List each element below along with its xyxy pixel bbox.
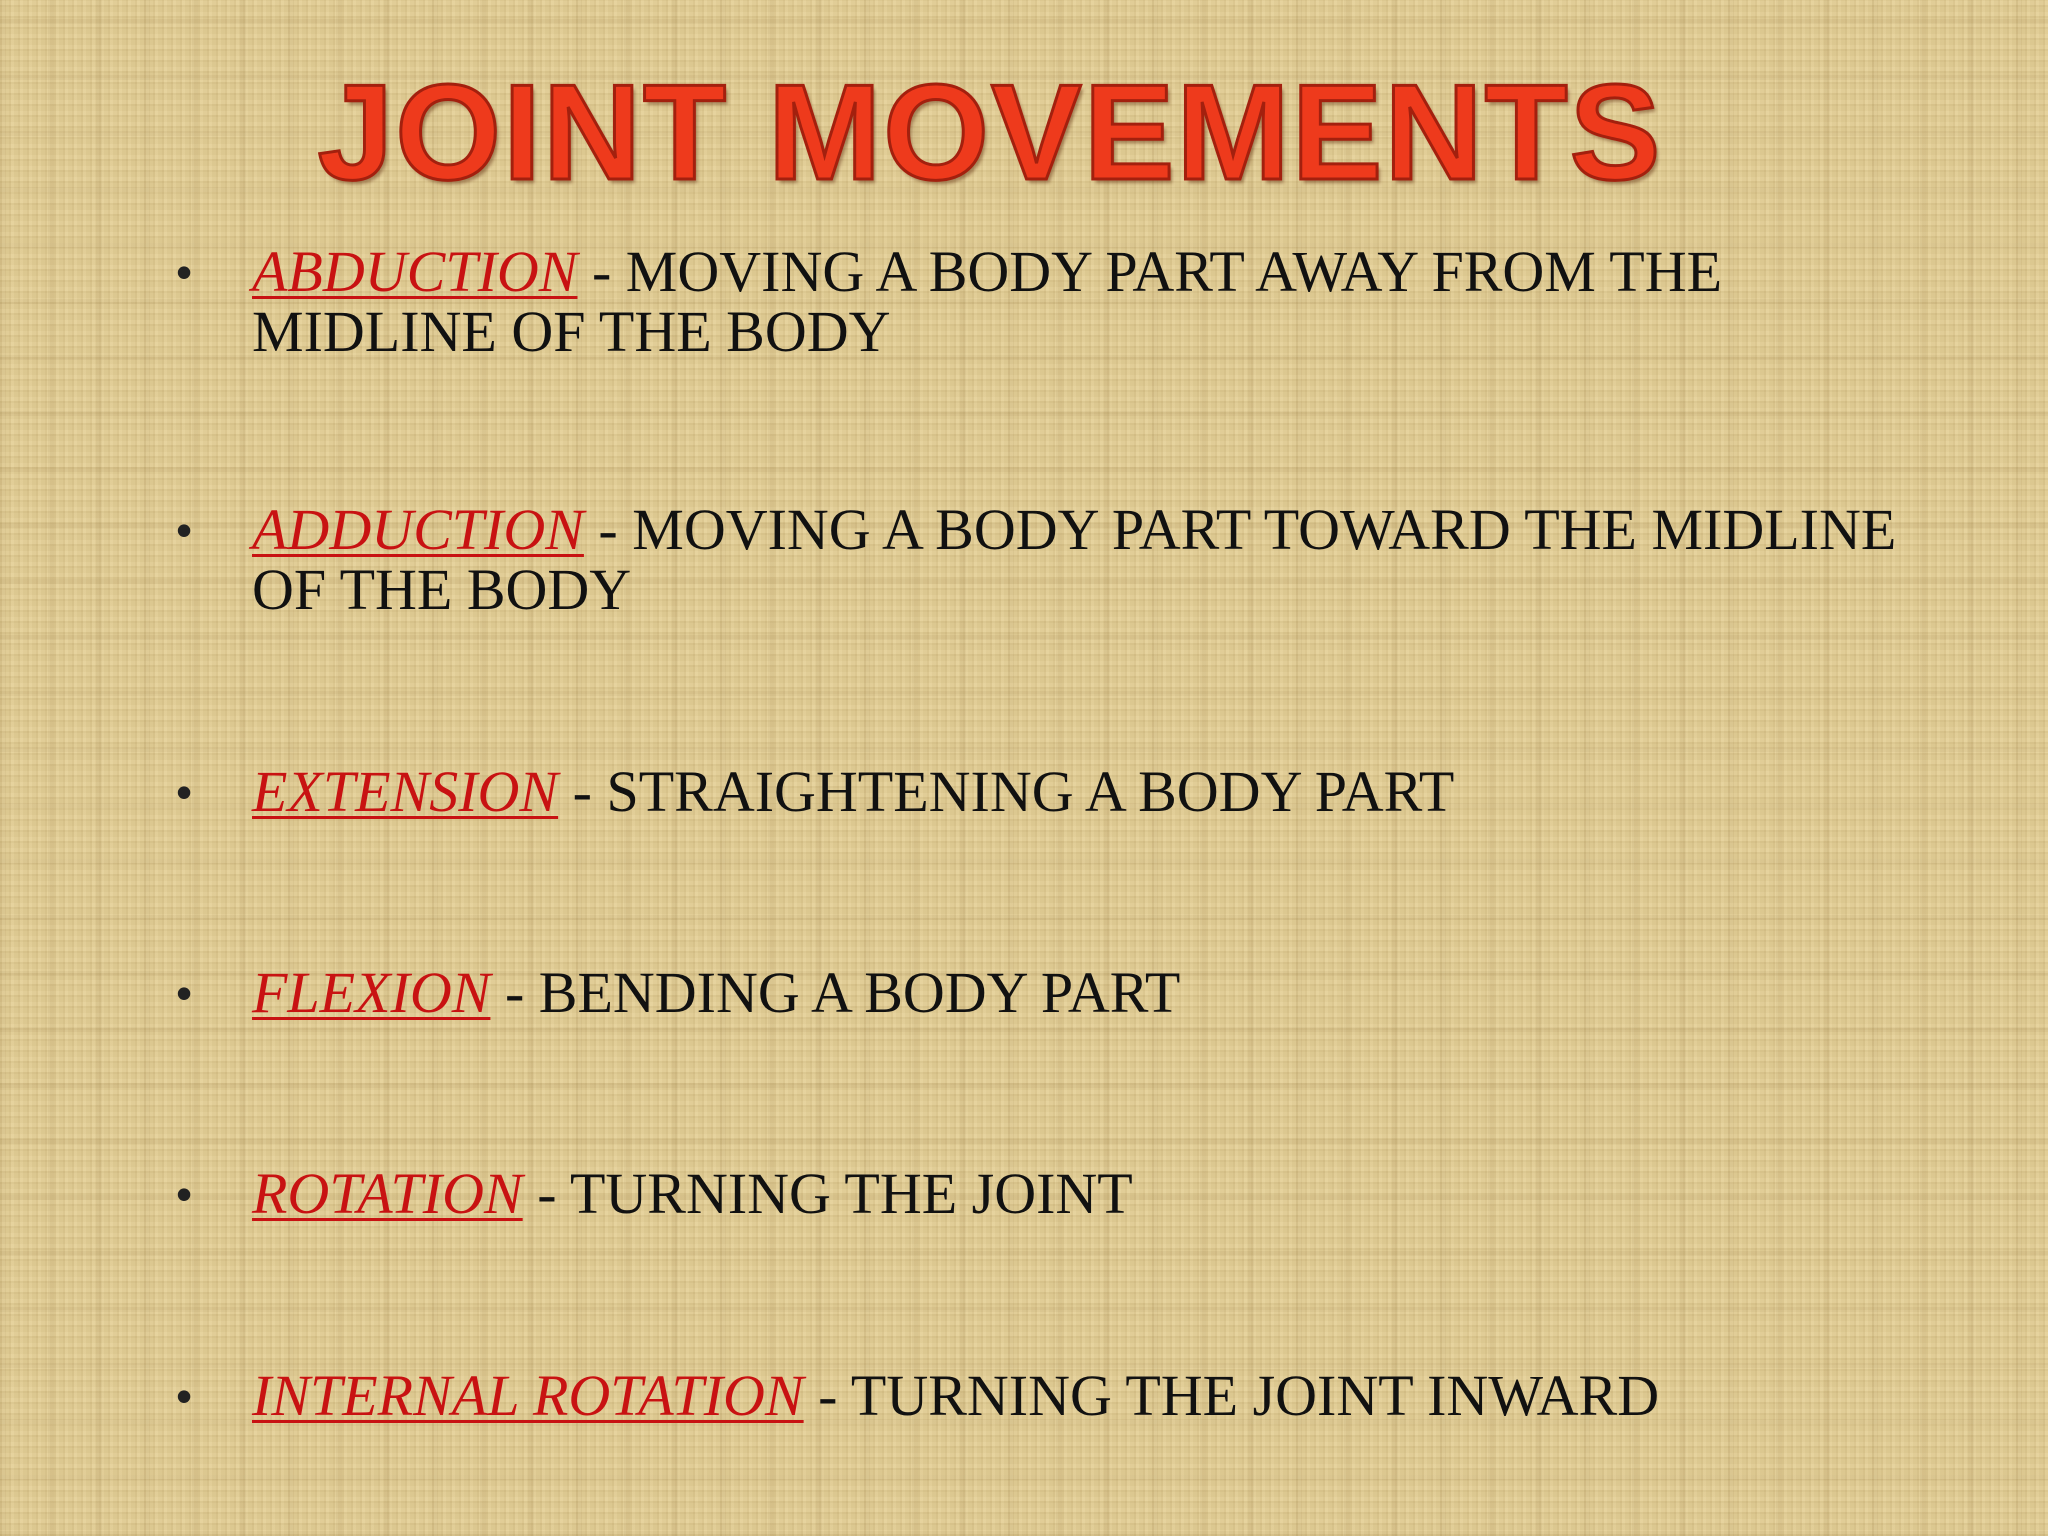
definition-flexion: BENDING A BODY PART (538, 960, 1181, 1025)
definition-adduction: MOVING A BODY PART TOWARD THE MIDLINE OF… (252, 497, 1897, 622)
list-item-internal-rotation: • INTERNAL ROTATION - TURNING THE JOINT … (168, 1366, 1968, 1426)
list-item-text: FLEXION - BENDING A BODY PART (252, 963, 1968, 1023)
definition-abduction: MOVING A BODY PART AWAY FROM THE MIDLINE… (252, 239, 1723, 364)
list-item-extension: • EXTENSION - STRAIGHTENING A BODY PART (168, 762, 1968, 822)
term-internal-rotation: INTERNAL ROTATION (252, 1363, 804, 1428)
bullet-icon: • (176, 504, 193, 556)
bullet-icon: • (176, 967, 193, 1019)
list-item-text: INTERNAL ROTATION - TURNING THE JOINT IN… (252, 1366, 1968, 1426)
definition-extension: STRAIGHTENING A BODY PART (606, 759, 1455, 824)
list-item-rotation: • ROTATION - TURNING THE JOINT (168, 1164, 1968, 1224)
bullet-icon: • (176, 1168, 193, 1220)
list-item-abduction: • ABDUCTION - MOVING A BODY PART AWAY FR… (168, 242, 1968, 362)
term-abduction: ABDUCTION (252, 239, 578, 304)
term-separator: - (490, 960, 539, 1025)
term-extension: EXTENSION (252, 759, 559, 824)
term-rotation: ROTATION (252, 1161, 523, 1226)
term-separator: - (583, 497, 633, 562)
term-separator: - (577, 239, 626, 304)
definition-internal-rotation: TURNING THE JOINT INWARD (850, 1363, 1660, 1428)
term-separator: - (558, 759, 607, 824)
list-item-flexion: • FLEXION - BENDING A BODY PART (168, 963, 1968, 1023)
definition-rotation: TURNING THE JOINT (569, 1161, 1133, 1226)
bullet-icon: • (176, 246, 193, 298)
term-separator: - (803, 1363, 851, 1428)
list-item-text: ADDUCTION - MOVING A BODY PART TOWARD TH… (252, 500, 1968, 620)
bullet-icon: • (176, 1370, 193, 1422)
term-flexion: FLEXION (252, 960, 491, 1025)
list-item-text: ROTATION - TURNING THE JOINT (252, 1164, 1968, 1224)
bullet-icon: • (176, 766, 193, 818)
slide-title: JOINT MOVEMENTS (316, 56, 1663, 208)
term-separator: - (522, 1161, 570, 1226)
list-item-adduction: • ADDUCTION - MOVING A BODY PART TOWARD … (168, 500, 1968, 620)
list-item-text: ABDUCTION - MOVING A BODY PART AWAY FROM… (252, 242, 1968, 362)
list-item-text: EXTENSION - STRAIGHTENING A BODY PART (252, 762, 1968, 822)
term-adduction: ADDUCTION (252, 497, 584, 562)
